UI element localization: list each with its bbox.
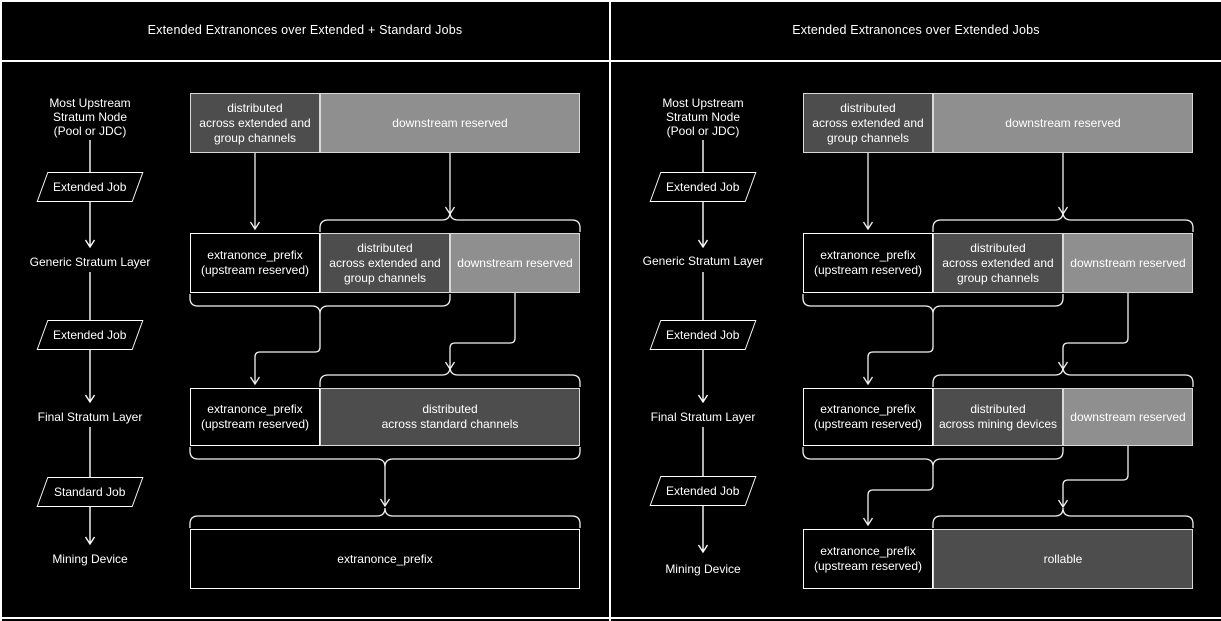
job-shape-3-right-label: Extended Job (666, 484, 740, 498)
panel-title-right: Extended Extranonces over Extended Jobs (792, 23, 1040, 37)
arrow-r1s1-to-r2-right (862, 153, 874, 231)
job-shape-1-right: Extended Job (649, 172, 757, 202)
node-generic-stratum-right: Generic Stratum Layer (642, 254, 764, 268)
segment-r3-prefix-right: extranonce_prefix (upstream reserved) (803, 388, 933, 446)
segment-r3-downstream-right: downstream reserved (1063, 388, 1193, 446)
job-shape-2-left: Extended Job (36, 320, 144, 350)
brace-bottom-row3-left (189, 447, 581, 468)
node-mining-device-right: Mining Device (665, 562, 741, 576)
arrow-r2s3-to-r3brace-right (1057, 293, 1129, 371)
panel-divider-line (609, 0, 611, 621)
job-shape-3-left: Standard Job (36, 477, 144, 507)
job-shape-3-right: Extended Job (649, 476, 757, 506)
brace-bottom-row2-left (189, 294, 451, 315)
brace-top-row2-right (932, 211, 1194, 232)
segment-r1-downstream-left: downstream reserved (320, 93, 580, 153)
segment-r4-prefix-right: extranonce_prefix (upstream reserved) (803, 529, 933, 589)
brace-bottom-row2-right (802, 294, 1064, 315)
node-final-stratum-left: Final Stratum Layer (37, 410, 143, 424)
job-shape-1-left: Extended Job (36, 172, 144, 202)
arrow-r3brace-to-r4s1-right (862, 467, 934, 527)
job-shape-3-left-label: Standard Job (54, 485, 126, 499)
brace-top-row3-left (319, 366, 581, 387)
segment-r3-distributed-left: distributed across standard channels (320, 388, 580, 446)
job-shape-1-right-label: Extended Job (666, 180, 740, 194)
arrow-r3s3-to-r4brace-right (1057, 446, 1129, 509)
arrow-r1s2-to-r2brace-left (444, 153, 456, 216)
segment-r3-distributed-right: distributed across mining devices (933, 388, 1063, 446)
brace-bottom-row3-right (802, 447, 1064, 468)
brace-top-row4-left (189, 507, 581, 528)
brace-top-row2-left (319, 211, 581, 232)
arrow-r1s1-to-r2-left (249, 153, 261, 231)
job-shape-2-right: Extended Job (649, 320, 757, 350)
node-generic-stratum-left: Generic Stratum Layer (29, 255, 151, 269)
segment-r4-rollable-right: rollable (933, 529, 1193, 589)
arrow-r2brace-to-r3s1-right (862, 314, 934, 386)
job-shape-1-left-label: Extended Job (53, 180, 127, 194)
segment-r3-prefix-left: extranonce_prefix (upstream reserved) (190, 388, 320, 446)
node-final-stratum-right: Final Stratum Layer (650, 410, 756, 424)
segment-r1-distributed-left: distributed across extended and group ch… (190, 93, 320, 153)
segment-r2-downstream-right: downstream reserved (1063, 233, 1193, 293)
job-shape-2-right-label: Extended Job (666, 328, 740, 342)
title-separator-line (0, 60, 1221, 62)
arrow-r1s2-to-r2brace-right (1057, 153, 1069, 216)
job-shape-2-left-label: Extended Job (53, 328, 127, 342)
segment-r2-downstream-left: downstream reserved (450, 233, 580, 293)
node-most-upstream-right: Most Upstream Stratum Node (Pool or JDC) (662, 96, 744, 138)
segment-r1-downstream-right: downstream reserved (933, 93, 1193, 153)
node-mining-device-left: Mining Device (52, 552, 128, 566)
panel-title-left: Extended Extranonces over Extended + Sta… (147, 23, 463, 37)
arrow-r2s3-to-r3brace-left (444, 293, 516, 371)
frame-left-line (0, 0, 2, 621)
node-most-upstream-left: Most Upstream Stratum Node (Pool or JDC) (49, 96, 131, 138)
segment-r1-distributed-right: distributed across extended and group ch… (803, 93, 933, 153)
brace-top-row3-right (932, 366, 1194, 387)
right-bar-connectors (802, 153, 1194, 528)
segment-r2-distributed-right: distributed across extended and group ch… (933, 233, 1063, 293)
segment-r2-prefix-right: extranonce_prefix (upstream reserved) (803, 233, 933, 293)
left-bar-connectors (189, 153, 581, 528)
brace-top-row4-right (932, 507, 1194, 528)
segment-r2-prefix-left: extranonce_prefix (upstream reserved) (190, 233, 320, 293)
arrow-r3-to-r4brace-left (379, 467, 391, 508)
arrow-r2brace-to-r3s1-left (249, 314, 321, 386)
segment-r4-prefix-left: extranonce_prefix (190, 529, 580, 589)
segment-r2-distributed-left: distributed across extended and group ch… (320, 233, 450, 293)
